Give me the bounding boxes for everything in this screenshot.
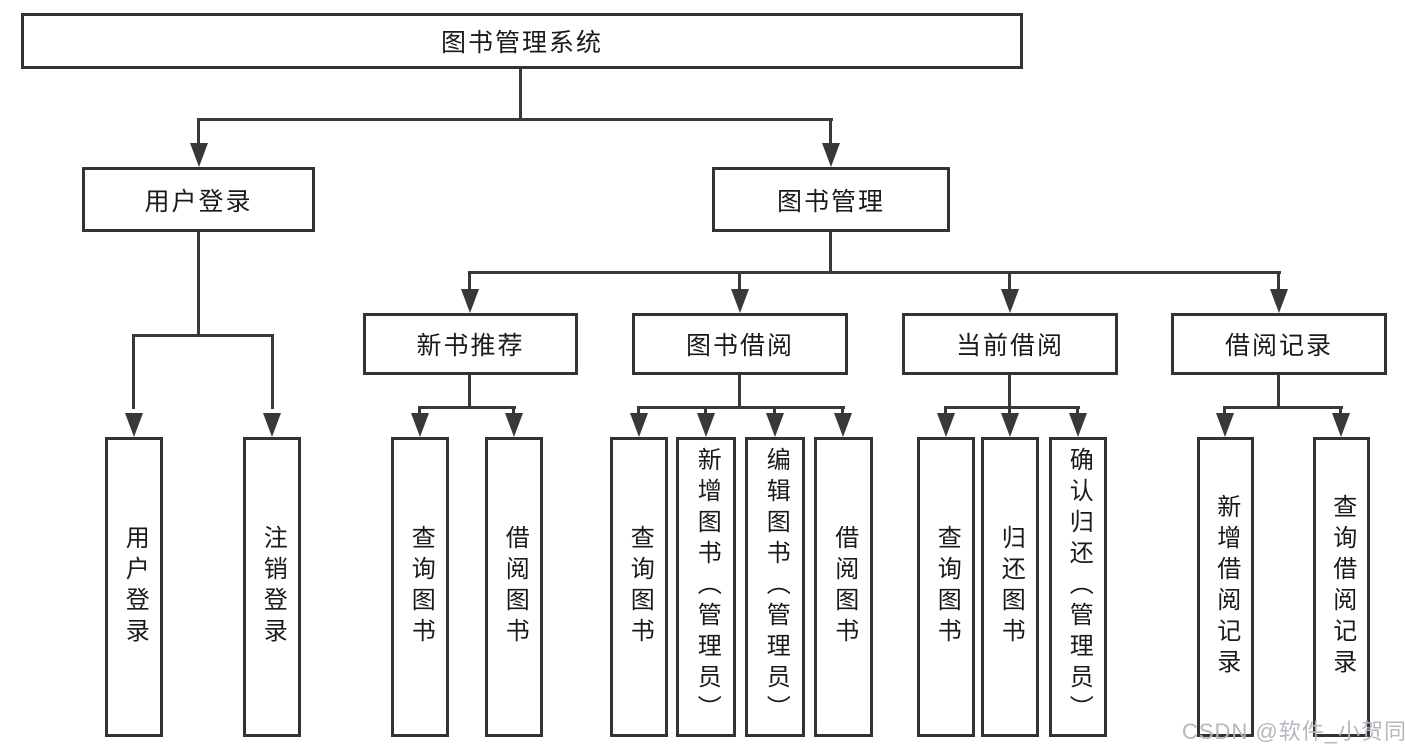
- connector-arrow-down: [1001, 413, 1019, 437]
- connector-line: [944, 406, 947, 416]
- connector-arrow-down: [834, 413, 852, 437]
- connector-line: [829, 230, 832, 274]
- connector-line: [197, 230, 200, 336]
- node-current-borrowing: 当前借阅: [902, 313, 1118, 375]
- connector-line: [197, 118, 200, 146]
- connector-arrow-down: [263, 413, 281, 437]
- connector-arrow-down: [411, 413, 429, 437]
- node-borrowing-records-label: 借阅记录: [1224, 332, 1333, 360]
- connector-line: [637, 406, 640, 416]
- node-root: 图书管理系统: [21, 13, 1023, 69]
- connector-line: [1277, 373, 1280, 408]
- connector-line: [1076, 406, 1079, 416]
- connector-arrow-down: [461, 289, 479, 313]
- node-leaf-add-borrow-record: 新增借阅记录: [1197, 437, 1254, 737]
- node-borrowing-records: 借阅记录: [1171, 313, 1387, 375]
- node-book-management-label: 图书管理: [776, 187, 885, 216]
- connector-line: [773, 406, 776, 416]
- connector-line: [418, 406, 421, 416]
- connector-line: [738, 373, 741, 408]
- connector-arrow-down: [731, 289, 749, 313]
- connector-arrow-down: [822, 143, 840, 167]
- node-book-management: 图书管理: [712, 167, 950, 232]
- node-leaf-add-books-admin-label: 新增图书（管理员）: [693, 447, 721, 726]
- node-leaf-add-books-admin: 新增图书（管理员）: [676, 437, 736, 737]
- node-leaf-logout-label: 注销登录: [259, 525, 287, 649]
- node-leaf-borrow-books-recommend: 借阅图书: [485, 437, 543, 737]
- connector-line: [1339, 406, 1342, 416]
- node-book-borrowing-label: 图书借阅: [685, 332, 794, 360]
- node-new-book-recommend-label: 新书推荐: [416, 332, 525, 360]
- node-leaf-add-borrow-record-label: 新增借阅记录: [1212, 494, 1240, 680]
- node-leaf-return-books-label: 归还图书: [997, 525, 1025, 649]
- connector-line: [271, 334, 274, 409]
- node-root-label: 图书管理系统: [440, 29, 603, 57]
- connector-arrow-down: [1332, 413, 1350, 437]
- node-leaf-borrow-books-borrowing: 借阅图书: [814, 437, 873, 737]
- connector-line: [468, 271, 471, 291]
- node-leaf-confirm-return-admin: 确认归还（管理员）: [1049, 437, 1107, 737]
- connector-line: [469, 271, 1281, 274]
- node-leaf-query-books-borrowing: 查询图书: [610, 437, 668, 737]
- node-leaf-edit-books-admin: 编辑图书（管理员）: [745, 437, 805, 737]
- connector-arrow-down: [697, 413, 715, 437]
- node-current-borrowing-label: 当前借阅: [955, 332, 1064, 360]
- node-user-login: 用户登录: [82, 167, 315, 232]
- connector-line: [1277, 271, 1280, 291]
- connector-line: [197, 118, 833, 121]
- connector-line: [841, 406, 844, 416]
- connector-line: [1008, 271, 1011, 291]
- connector-line: [418, 406, 516, 409]
- connector-line: [1008, 373, 1011, 408]
- connector-line: [519, 67, 522, 121]
- node-leaf-edit-books-admin-label: 编辑图书（管理员）: [762, 447, 790, 726]
- connector-line: [132, 334, 135, 409]
- node-leaf-query-books-recommend: 查询图书: [391, 437, 449, 737]
- node-leaf-query-books-recommend-label: 查询图书: [407, 525, 435, 649]
- connector-line: [132, 334, 274, 337]
- connector-arrow-down: [630, 413, 648, 437]
- node-leaf-confirm-return-admin-label: 确认归还（管理员）: [1065, 447, 1093, 726]
- connector-line: [512, 406, 515, 416]
- node-leaf-user-login-label: 用户登录: [121, 525, 149, 649]
- connector-line: [944, 406, 1080, 409]
- connector-line: [704, 406, 707, 416]
- node-leaf-query-borrow-record: 查询借阅记录: [1313, 437, 1370, 737]
- connector-line: [829, 118, 832, 146]
- node-leaf-return-books: 归还图书: [981, 437, 1039, 737]
- node-leaf-logout: 注销登录: [243, 437, 301, 737]
- connector-line: [738, 271, 741, 291]
- connector-line: [1224, 406, 1343, 409]
- connector-arrow-down: [1270, 289, 1288, 313]
- node-leaf-user-login: 用户登录: [105, 437, 163, 737]
- node-leaf-query-books-current: 查询图书: [917, 437, 975, 737]
- connector-line: [1008, 406, 1011, 416]
- connector-arrow-down: [1001, 289, 1019, 313]
- connector-line: [468, 373, 471, 408]
- connector-arrow-down: [937, 413, 955, 437]
- node-leaf-query-books-current-label: 查询图书: [933, 525, 961, 649]
- connector-arrow-down: [1069, 413, 1087, 437]
- connector-line: [1223, 406, 1226, 416]
- connector-arrow-down: [766, 413, 784, 437]
- connector-arrow-down: [1216, 413, 1234, 437]
- node-user-login-label: 用户登录: [144, 187, 253, 216]
- node-leaf-query-books-borrowing-label: 查询图书: [626, 525, 654, 649]
- connector-arrow-down: [505, 413, 523, 437]
- connector-arrow-down: [125, 413, 143, 437]
- node-new-book-recommend: 新书推荐: [363, 313, 578, 375]
- watermark: CSDN @软件_小贺同学: [1182, 719, 1405, 744]
- node-leaf-query-borrow-record-label: 查询借阅记录: [1328, 494, 1356, 680]
- node-leaf-borrow-books-borrowing-label: 借阅图书: [830, 525, 858, 649]
- node-book-borrowing: 图书借阅: [632, 313, 848, 375]
- connector-arrow-down: [190, 143, 208, 167]
- node-leaf-borrow-books-recommend-label: 借阅图书: [501, 525, 529, 649]
- connector-line: [637, 406, 845, 409]
